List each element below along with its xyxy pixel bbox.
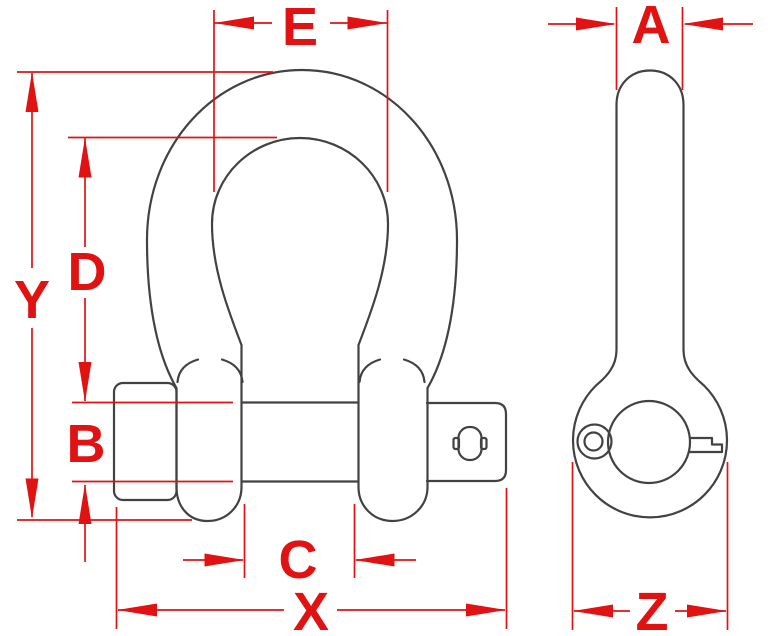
- dim-E: E: [213, 0, 389, 192]
- dim-X-arrow-right: [466, 603, 506, 617]
- dim-label-X: X: [293, 582, 329, 636]
- cotter-hole-notch-left: [452, 436, 461, 451]
- right-ear-arc-outer: [402, 358, 426, 384]
- left-ear-arc-outer: [176, 358, 200, 384]
- dim-C-arrow-left: [204, 553, 245, 567]
- dim-label-A: A: [632, 0, 671, 55]
- dim-Y-arrow-bottom: [25, 478, 39, 519]
- pin-head-circle: [606, 399, 692, 485]
- right-ear-arc-inner: [358, 358, 382, 384]
- dim-E-arrow-left: [214, 16, 254, 30]
- dim-A-arrow-left: [576, 17, 616, 31]
- side-view: [571, 69, 729, 519]
- dim-label-E: E: [282, 0, 318, 57]
- cotter-pin-hole: [457, 425, 483, 462]
- dim-X: X: [115, 488, 508, 636]
- pin-head: [112, 381, 178, 502]
- dim-Z-arrow-left: [573, 604, 613, 618]
- dim-Y-arrow-top: [25, 72, 39, 112]
- dim-C-arrow-right: [354, 553, 395, 567]
- pin-side-outline: [571, 69, 729, 519]
- dim-A: A: [548, 0, 753, 90]
- dim-label-Y: Y: [14, 270, 50, 330]
- bow-body-outline: [145, 68, 459, 523]
- dim-Z-arrow-right: [687, 604, 727, 618]
- dim-B-arrow-up: [78, 484, 92, 524]
- dim-label-Z: Z: [636, 582, 669, 636]
- dim-label-B: B: [67, 414, 106, 474]
- dim-C: C: [183, 504, 416, 590]
- pin-end-plate: [425, 401, 508, 483]
- dim-label-D: D: [68, 242, 107, 302]
- dim-D: D: [68, 136, 277, 402]
- dim-E-arrow-right: [347, 16, 388, 30]
- cotter-ring-outer: [576, 423, 613, 460]
- dimension-annotations: E A Y D: [14, 0, 753, 636]
- dim-label-C: C: [279, 530, 318, 590]
- dim-D-arrow-top: [78, 137, 92, 178]
- dim-D-arrow-bottom: [78, 362, 92, 402]
- cotter-ring-inner: [583, 431, 604, 452]
- dim-X-arrow-left: [117, 603, 157, 617]
- cotter-legs: [688, 436, 724, 454]
- dim-A-arrow-right: [683, 17, 723, 31]
- dim-Z: Z: [571, 462, 729, 636]
- front-view: [112, 68, 508, 523]
- dim-Y: Y: [14, 71, 273, 521]
- left-ear-arc-inner: [220, 358, 244, 384]
- cotter-hole-notch-right: [479, 436, 488, 451]
- dim-B: B: [67, 401, 233, 562]
